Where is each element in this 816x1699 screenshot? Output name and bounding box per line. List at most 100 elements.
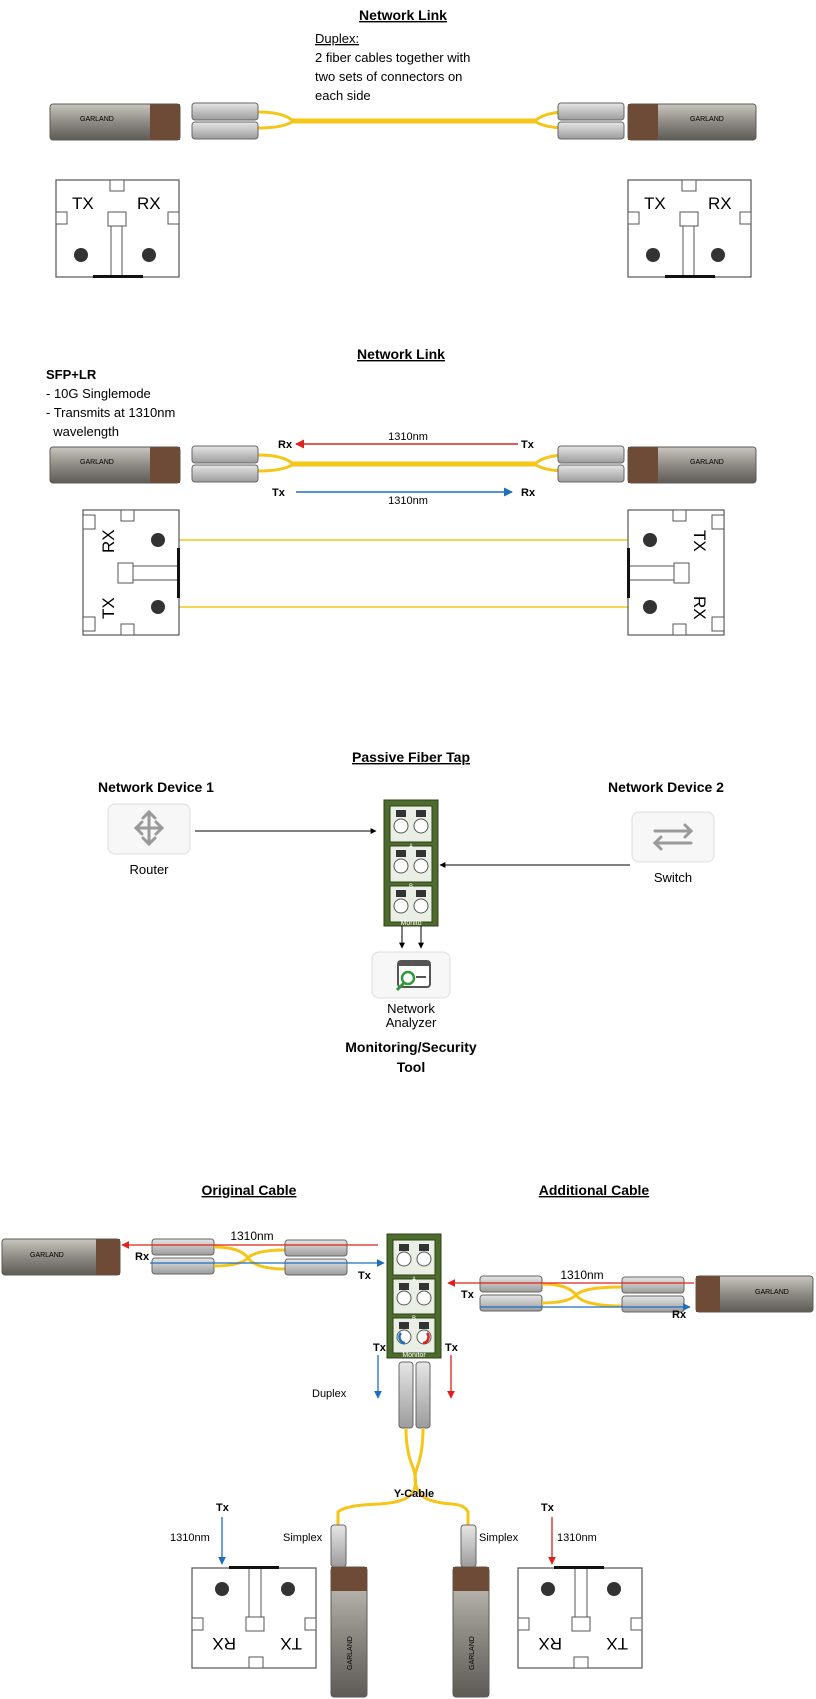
y-cable-duplex-connector	[398, 1361, 431, 1429]
tool-heading-1: Monitoring/Security	[345, 1039, 477, 1055]
brand-label: GARLAND	[690, 459, 724, 466]
port-rx-label: RX	[137, 194, 161, 213]
port-tx-label: TX	[644, 194, 666, 213]
section1-title: Network Link	[359, 7, 447, 23]
top-wavelength: 1310nm	[388, 431, 428, 443]
tap-port-monitor-label: Monito	[400, 920, 421, 927]
section-4-tap-cabling: Original Cable Additional Cable GARLAND …	[1, 1182, 814, 1698]
sfp-module-left: GARLAND	[49, 446, 181, 484]
sfp-module-right: GARLAND	[627, 446, 757, 484]
bottom-tx-label: Tx	[272, 487, 286, 499]
port-tx-label: TX	[280, 1634, 302, 1653]
port-rx-label: RX	[708, 194, 732, 213]
duplex-heading: Duplex:	[315, 31, 359, 46]
device1-label: Router	[129, 862, 169, 877]
sfp-module-left: GARLAND	[49, 103, 181, 141]
section-3-passive-fiber-tap: Passive Fiber Tap Network Device 1 Netwo…	[98, 749, 724, 1075]
sfp-module-right: GARLAND	[627, 103, 757, 141]
y-cable-branch-left	[336, 1489, 416, 1525]
add-wavelength: 1310nm	[560, 1268, 603, 1282]
right-tx-label: Tx	[541, 1502, 555, 1514]
right-wavelength: 1310nm	[557, 1532, 597, 1544]
bottom-rx-label: Rx	[521, 487, 536, 499]
section2-title: Network Link	[357, 346, 445, 362]
brand-label: GARLAND	[690, 116, 724, 123]
brand-label: GARLAND	[469, 1636, 476, 1670]
network-analyzer-icon	[371, 951, 451, 999]
section3-title: Passive Fiber Tap	[352, 749, 470, 765]
y-cable-fiber-b	[413, 1427, 425, 1491]
brand-label: GARLAND	[30, 1252, 64, 1259]
tool-heading-2: Tool	[397, 1059, 426, 1075]
sfp-line-1: - 10G Singlemode	[46, 386, 151, 401]
duplex-fiber-cable	[257, 110, 569, 130]
lc-connector-left	[191, 445, 259, 483]
ycable-label: Y-Cable	[394, 1488, 434, 1500]
tap-port-b-label: B	[409, 884, 413, 890]
original-cable-heading: Original Cable	[202, 1182, 297, 1198]
section-1-network-link: Network Link Duplex: 2 fiber cables toge…	[49, 7, 757, 278]
port-rx-label: RX	[690, 596, 709, 620]
sfp-module-vertical-left: GARLAND	[330, 1566, 368, 1698]
port-diagram-bottom-right: RX TX	[517, 1566, 643, 1669]
device2-heading: Network Device 2	[608, 779, 724, 795]
top-tx-label: Tx	[521, 439, 535, 451]
port-rx-label: RX	[99, 529, 118, 553]
tap-port-b-label: B	[412, 1316, 416, 1322]
port-rx-label: RX	[212, 1634, 236, 1653]
port-diagram-right-rotated: TX RX	[627, 509, 725, 636]
sfp-module-vertical-right: GARLAND	[452, 1566, 490, 1698]
crossed-fiber-d	[541, 1285, 623, 1305]
tap-port-monitor-label: Monitor	[402, 1352, 426, 1359]
simplex-right-label: Simplex	[479, 1532, 519, 1544]
port-rx-label: RX	[538, 1634, 562, 1653]
brand-label: GARLAND	[755, 1289, 789, 1296]
analyzer-label-1: Network	[387, 1001, 435, 1016]
duplex-line-3: each side	[315, 88, 371, 103]
brand-label: GARLAND	[80, 116, 114, 123]
port-tx-label: TX	[690, 530, 709, 552]
tap-port-a-label: A	[409, 844, 413, 850]
sfp-module-original: GARLAND	[1, 1238, 121, 1276]
left-wavelength: 1310nm	[170, 1532, 210, 1544]
add-rx-label: Rx	[672, 1309, 687, 1321]
orig-tx-label: Tx	[358, 1270, 372, 1282]
orig-rx-label: Rx	[135, 1251, 150, 1263]
port-diagram-left-rotated: RX TX	[82, 509, 180, 636]
passive-tap: A B Monitor	[386, 1233, 442, 1359]
port-tx-label: TX	[606, 1634, 628, 1653]
port-diagram-left: TX RX	[55, 179, 180, 278]
duplex-fiber-cable	[257, 453, 569, 473]
add-tx-label: Tx	[461, 1289, 475, 1301]
duplex-label: Duplex	[312, 1388, 347, 1400]
sfp-line-3: wavelength	[46, 424, 119, 439]
device1-heading: Network Device 1	[98, 779, 214, 795]
duplex-line-2: two sets of connectors on	[315, 69, 462, 84]
monitor-tx-right-label: Tx	[445, 1342, 459, 1354]
additional-cable-heading: Additional Cable	[539, 1182, 650, 1198]
passive-tap: A B Monito	[383, 799, 439, 927]
lc-connector-right	[557, 102, 625, 140]
lc-connector-original-left	[151, 1238, 215, 1275]
simplex-left-label: Simplex	[283, 1532, 323, 1544]
device2-label: Switch	[654, 870, 692, 885]
analyzer-label-2: Analyzer	[386, 1015, 437, 1030]
monitor-tx-indicator-red	[422, 1332, 430, 1345]
sfp-line-2: - Transmits at 1310nm	[46, 405, 175, 420]
switch-icon	[631, 811, 715, 863]
simplex-connector-right	[460, 1524, 477, 1568]
brand-label: GARLAND	[347, 1636, 354, 1670]
lc-connector-left	[191, 102, 259, 140]
bottom-wavelength: 1310nm	[388, 495, 428, 507]
top-rx-label: Rx	[278, 439, 293, 451]
y-cable-branch-right	[416, 1489, 470, 1525]
sfp-title: SFP+LR	[46, 367, 97, 382]
port-tx-label: TX	[99, 597, 118, 619]
monitor-tx-left-label: Tx	[373, 1342, 387, 1354]
router-icon	[107, 803, 191, 855]
orig-wavelength: 1310nm	[230, 1229, 273, 1243]
lc-connector-additional-left	[479, 1275, 543, 1312]
lc-connector-right	[557, 445, 625, 483]
section-2-network-link: Network Link SFP+LR - 10G Singlemode - T…	[46, 346, 757, 636]
left-tx-label: Tx	[216, 1502, 230, 1514]
